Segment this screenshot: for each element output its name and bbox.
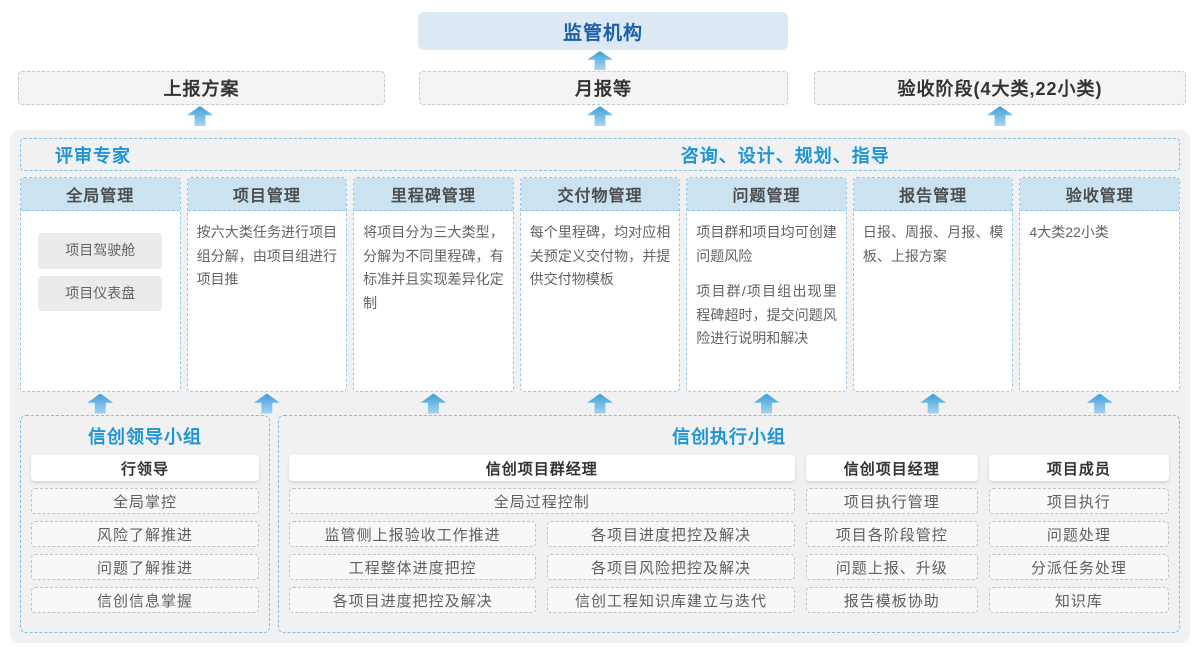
management-panel: 评审专家 咨询、设计、规划、指导 全局管理 项目驾驶舱 项目仪表盘 项目管理 按…: [10, 130, 1190, 643]
list-item: 问题处理: [988, 521, 1169, 547]
list-item: 全局掌控: [31, 488, 259, 514]
report-box-plan: 上报方案: [18, 71, 385, 105]
list-item: 各项目进度把控及解决: [547, 521, 795, 547]
regulator-box: 监管机构: [418, 12, 788, 50]
up-arrow-icon: [987, 106, 1013, 126]
list-item: 问题了解推进: [31, 554, 259, 580]
consult-design-title: 咨询、设计、规划、指导: [680, 145, 890, 166]
list-item: 项目执行管理: [805, 488, 978, 514]
column-body-text: 项目群/项目组出现里程碑超时，提交问题风险进行说明和解决: [696, 283, 837, 347]
execution-group-box: 信创执行小组 信创项目群经理 全局过程控制 监管侧上报验收工作推进 各项目进度把…: [278, 415, 1180, 633]
chip-project-dashboard: 项目仪表盘: [38, 275, 163, 312]
expert-header-strip: 评审专家 咨询、设计、规划、指导: [20, 138, 1180, 171]
column-title: 项目管理: [187, 178, 347, 211]
list-item: 信创信息掌握: [31, 587, 259, 613]
up-arrow-icon: [920, 393, 947, 414]
list-item: 报告模板协助: [805, 587, 978, 613]
up-arrow-icon: [187, 106, 213, 126]
leadership-group-title: 信创领导小组: [88, 427, 202, 447]
role-project-manager: 信创项目经理: [805, 455, 978, 481]
list-item: 全局过程控制: [289, 488, 795, 514]
list-item: 监管侧上报验收工作推进: [289, 521, 537, 547]
column-title: 问题管理: [687, 178, 846, 211]
up-arrow-icon: [753, 393, 780, 414]
column-title: 里程碑管理: [354, 178, 513, 211]
column-title: 验收管理: [1020, 178, 1179, 211]
column-project-mgmt: 项目管理 按六大类任务进行项目组分解，由项目组进行项目推: [186, 177, 348, 392]
role-bank-leader: 行领导: [31, 455, 259, 481]
column-body-text: 将项目分为三大类型，分解为不同里程碑，有标准并且实现差异化定制: [363, 224, 504, 311]
role-project-member: 项目成员: [988, 455, 1169, 481]
management-columns: 全局管理 项目驾驶舱 项目仪表盘 项目管理 按六大类任务进行项目组分解，由项目组…: [20, 177, 1180, 392]
list-item: 工程整体进度把控: [289, 554, 537, 580]
list-item: 分派任务处理: [988, 554, 1169, 580]
column-body-text: 日报、周报、月报、模板、上报方案: [862, 224, 1004, 264]
list-item: 风险了解推进: [31, 521, 259, 547]
report-box-acceptance: 验收阶段(4大类,22小类): [814, 71, 1186, 105]
column-title: 报告管理: [853, 178, 1013, 211]
up-arrow-icon: [420, 393, 447, 414]
up-arrow-icon: [1086, 393, 1113, 414]
role-program-manager: 信创项目群经理: [289, 455, 795, 481]
execution-group-title: 信创执行小组: [672, 427, 786, 447]
up-arrow-icon: [253, 393, 280, 414]
review-experts-title: 评审专家: [55, 145, 131, 166]
column-global-mgmt: 全局管理 项目驾驶舱 项目仪表盘: [20, 177, 181, 392]
column-deliverable-mgmt: 交付物管理 每个里程碑，均对应相关预定义交付物，并提供交付物模板: [519, 177, 681, 392]
column-title: 全局管理: [21, 178, 180, 211]
column-body-text: 项目群和项目均可创建问题风险: [696, 224, 837, 264]
column-acceptance-mgmt: 验收管理 4大类22小类: [1019, 177, 1180, 392]
program-manager-column: 信创项目群经理 全局过程控制 监管侧上报验收工作推进 各项目进度把控及解决 工程…: [289, 455, 795, 613]
column-body-text: 4大类22小类: [1029, 224, 1109, 240]
leadership-group-box: 信创领导小组 行领导 全局掌控 风险了解推进 问题了解推进 信创信息掌握: [20, 415, 270, 633]
column-milestone-mgmt: 里程碑管理 将项目分为三大类型，分解为不同里程碑，有标准并且实现差异化定制: [353, 177, 514, 392]
list-item: 问题上报、升级: [805, 554, 978, 580]
column-body-text: 按六大类任务进行项目组分解，由项目组进行项目推: [196, 224, 338, 288]
list-item: 项目执行: [988, 488, 1169, 514]
chip-project-cockpit: 项目驾驶舱: [38, 233, 163, 269]
list-item: 项目各阶段管控: [805, 521, 978, 547]
up-arrow-icon: [587, 106, 613, 126]
list-item: 各项目进度把控及解决: [289, 587, 537, 613]
list-item: 知识库: [988, 587, 1169, 613]
list-item: 各项目风险把控及解决: [547, 554, 795, 580]
list-item: 信创工程知识库建立与迭代: [547, 587, 795, 613]
column-body-text: 每个里程碑，均对应相关预定义交付物，并提供交付物模板: [529, 224, 671, 288]
up-arrow-icon: [587, 51, 613, 70]
column-issue-mgmt: 问题管理 项目群和项目均可创建问题风险 项目群/项目组出现里程碑超时，提交问题风…: [686, 177, 847, 392]
report-box-monthly: 月报等: [419, 71, 788, 105]
project-manager-column: 信创项目经理 项目执行管理 项目各阶段管控 问题上报、升级 报告模板协助: [805, 455, 978, 613]
up-arrow-icon: [586, 393, 613, 414]
teams-row: 信创领导小组 行领导 全局掌控 风险了解推进 问题了解推进 信创信息掌握 信创执…: [20, 415, 1180, 633]
up-arrow-icon: [87, 393, 114, 414]
column-title: 交付物管理: [520, 178, 680, 211]
column-arrows-row: [20, 393, 1180, 414]
project-member-column: 项目成员 项目执行 问题处理 分派任务处理 知识库: [988, 455, 1169, 613]
column-report-mgmt: 报告管理 日报、周报、月报、模板、上报方案: [852, 177, 1014, 392]
